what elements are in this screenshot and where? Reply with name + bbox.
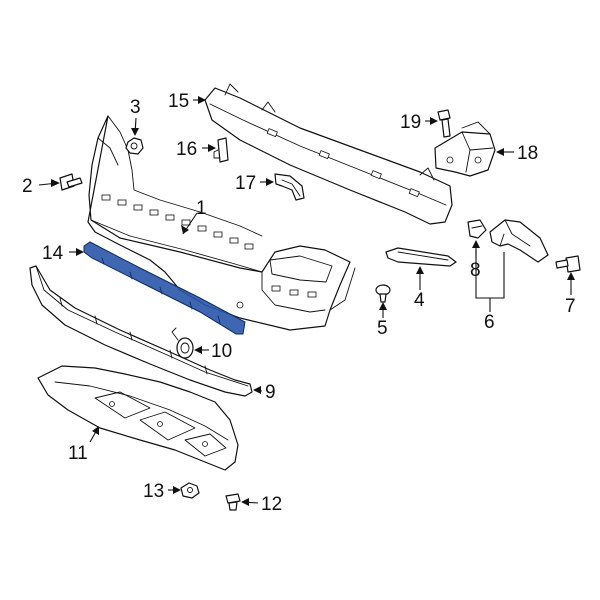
callout-8: 8 <box>470 260 481 281</box>
part-3-nut[interactable] <box>125 137 144 155</box>
leader-lines <box>38 96 575 506</box>
callout-18: 18 <box>517 143 538 164</box>
callout-10: 10 <box>211 341 232 362</box>
part-14-strip-highlighted[interactable] <box>83 241 246 335</box>
callout-14: 14 <box>42 243 64 264</box>
part-2-screw[interactable] <box>59 173 83 191</box>
callout-13: 13 <box>143 481 164 502</box>
part-11-under-cover[interactable] <box>37 365 239 471</box>
callout-11: 11 <box>68 443 88 464</box>
part-15-absorber[interactable] <box>204 83 453 225</box>
part-4-reflector[interactable] <box>385 247 457 267</box>
callout-16: 16 <box>176 139 197 160</box>
part-9-lower-valance[interactable] <box>29 265 253 397</box>
part-6-side-bracket[interactable] <box>489 219 549 263</box>
part-5-push-clip[interactable] <box>375 284 391 303</box>
callout-1: 1 <box>196 198 207 219</box>
callout-15: 15 <box>168 91 189 112</box>
callout-4: 4 <box>414 290 425 311</box>
callout-9: 9 <box>265 382 276 403</box>
part-13-nut[interactable] <box>180 482 200 499</box>
part-7-screw[interactable] <box>555 255 581 273</box>
callout-5: 5 <box>377 318 388 339</box>
part-1-bumper-cover[interactable] <box>87 115 356 331</box>
callout-labels: 1 2 3 4 5 6 7 8 9 10 11 12 13 14 15 16 1… <box>22 91 576 515</box>
callout-17: 17 <box>235 173 256 194</box>
part-17-bracket[interactable] <box>274 173 305 201</box>
part-14-highlight <box>83 241 246 335</box>
callout-12: 12 <box>261 494 282 515</box>
part-10-grommet[interactable] <box>171 327 194 359</box>
callout-3: 3 <box>130 97 141 118</box>
callout-7: 7 <box>565 296 576 317</box>
part-18-mounting-bracket[interactable] <box>434 121 496 177</box>
part-19-bolt[interactable] <box>437 109 451 138</box>
part-16-clip[interactable] <box>213 137 229 163</box>
callout-6: 6 <box>484 312 495 333</box>
part-8-retainer[interactable] <box>467 219 487 239</box>
callout-2: 2 <box>22 176 33 197</box>
callout-19: 19 <box>400 112 421 133</box>
part-12-bolt[interactable] <box>225 493 241 511</box>
